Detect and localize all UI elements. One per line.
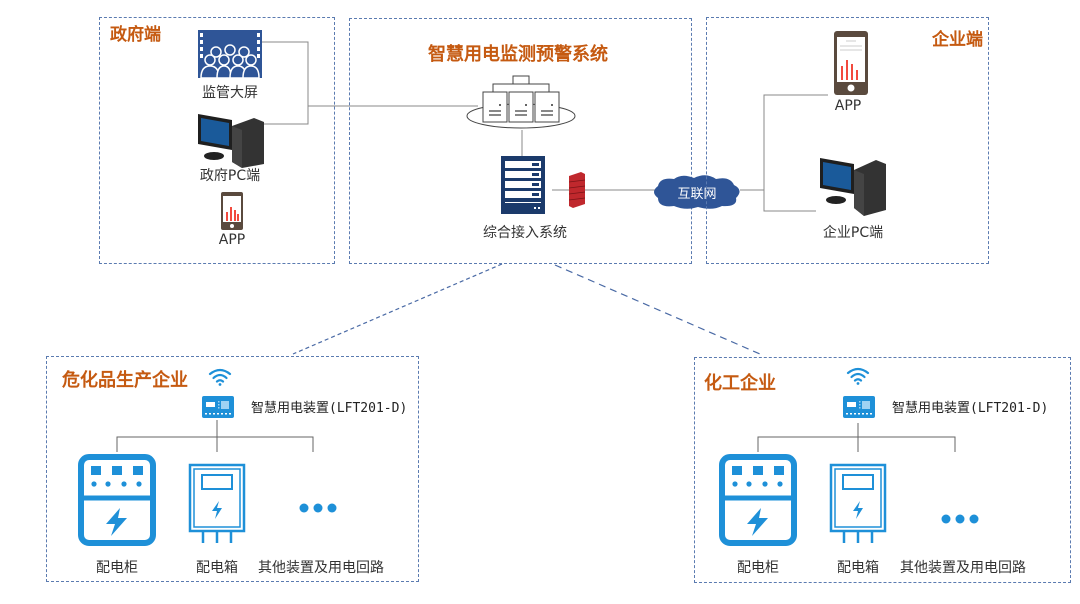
smart-device-label: 智慧用电装置(LFT201-D) — [892, 401, 1049, 416]
site-item-label: 配电柜 — [737, 560, 779, 576]
site-title: 危化品生产企业 — [62, 370, 188, 391]
more-dots-icon — [941, 514, 979, 524]
system-panel — [349, 18, 692, 264]
gov-bracket-line — [262, 41, 309, 125]
enterprise-title: 企业端 — [932, 30, 983, 50]
enterprise-bracket-line — [763, 94, 828, 212]
government-item-label: APP — [218, 232, 246, 248]
site-item-label: 配电箱 — [196, 560, 238, 576]
site-panel-2 — [694, 357, 1071, 583]
server-cluster-icon — [466, 75, 576, 129]
government-item-label: 监管大屏 — [202, 85, 258, 101]
distribution-box-icon — [188, 463, 246, 543]
site1-tree-line — [116, 436, 314, 452]
enterprise-item-label: 企业PC端 — [822, 225, 884, 241]
link-site-2 — [554, 264, 761, 355]
government-panel — [99, 17, 335, 264]
mobile-app-icon — [834, 31, 868, 95]
server-rack-icon — [501, 156, 545, 214]
wifi-icon — [846, 367, 870, 385]
smart-device-icon — [843, 396, 875, 418]
distribution-box-icon — [829, 463, 887, 543]
distribution-cabinet-icon — [719, 454, 797, 546]
link-site-1 — [292, 263, 503, 355]
site-item-label: 其他装置及用电回路 — [900, 560, 1026, 576]
site-item-label: 配电箱 — [837, 560, 879, 576]
site-title: 化工企业 — [704, 373, 776, 394]
government-title: 政府端 — [110, 25, 161, 45]
distribution-cabinet-icon — [78, 454, 156, 546]
desktop-pc-icon — [198, 114, 264, 168]
wifi-icon — [208, 368, 232, 386]
site-item-label: 其他装置及用电回路 — [258, 560, 384, 576]
video-wall-icon — [198, 30, 262, 78]
enterprise-panel — [706, 17, 989, 264]
smart-device-icon — [202, 396, 234, 418]
mobile-app-icon — [221, 192, 243, 230]
more-dots-icon — [299, 503, 337, 513]
site2-tree-line — [757, 436, 956, 452]
site-item-label: 配电柜 — [96, 560, 138, 576]
cloud-icon — [654, 175, 740, 209]
firewall-icon — [569, 172, 585, 208]
desktop-pc-icon — [820, 158, 886, 216]
enterprise-item-label: APP — [834, 98, 862, 114]
government-item-label: 政府PC端 — [199, 168, 261, 184]
site-panel-1 — [46, 356, 419, 582]
smart-device-label: 智慧用电装置(LFT201-D) — [251, 401, 408, 416]
access-system-label: 综合接入系统 — [483, 225, 567, 241]
system-title: 智慧用电监测预警系统 — [428, 44, 608, 65]
